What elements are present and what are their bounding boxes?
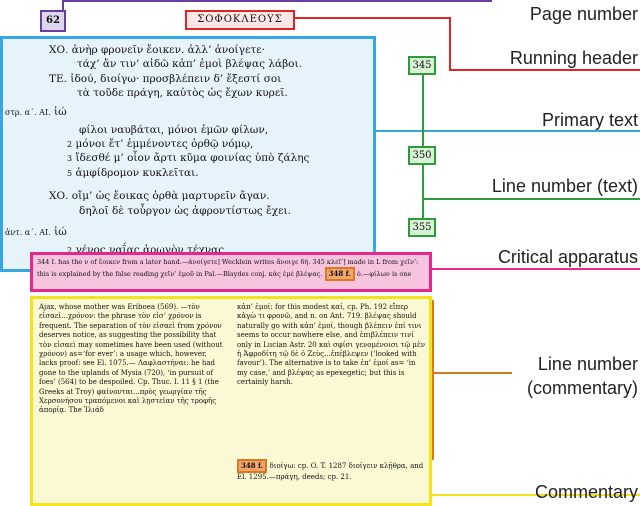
critical-apparatus-connector [432, 268, 640, 270]
verse-line: ἀμφίδρομον κυκλεῖται. [75, 167, 199, 179]
line-number-355: 355 [408, 218, 436, 237]
critical-apparatus-block: 344 I. has the ν of ἔοικεν from a later … [30, 252, 432, 292]
label-line-number-text: Line number (text) [491, 176, 638, 196]
antistrophe-label: ἀντ. α΄. ΑΙ. [5, 228, 51, 237]
commentary-number-connector-v [432, 300, 434, 460]
speaker-label: ΧΟ. [49, 190, 69, 202]
label-running-header: Running header [509, 48, 638, 68]
running-header-connector-h2 [449, 69, 640, 71]
label-primary-text: Primary text [541, 110, 638, 130]
critical-apparatus-end: ὁ.—φίλων is one [356, 270, 412, 278]
strophe-label: στρ. α΄. ΑΙ. [5, 108, 51, 117]
verse-line: μόνοι ἔτ’ ἐμμένοντες ὀρθῷ νόμῳ, [75, 138, 254, 150]
speaker-label: ΧΟ. [49, 44, 69, 56]
label-line-number-commentary: Line number (commentary) [527, 352, 638, 400]
label-line-number-commentary-2: (commentary) [526, 378, 638, 398]
primary-text-connector [376, 130, 640, 132]
critical-apparatus-text: 344 I. has the ν of ἔοικεν from a later … [37, 258, 419, 278]
label-commentary: Commentary [534, 482, 638, 502]
verse-line: τὰ τοῦδε πράγη, καὐτὸς ὡς ἔχων κυρεῖ. [77, 87, 288, 99]
line-number-350: 350 [408, 146, 436, 165]
running-header-connector-v [449, 17, 451, 69]
commentary-connector [432, 494, 640, 496]
running-header-connector [291, 17, 451, 19]
verse-line: τάχ’ ἄν τιν’ αἰδῶ κἀπ’ ἐμοὶ βλέψας λάβοι… [77, 58, 302, 70]
line-number-text-connector-h [422, 198, 640, 200]
inline-line-number: 2 [67, 140, 73, 149]
verse-line: ἰδού, διοίγω· προσβλέπειν δ’ ἔξεστί σοι [70, 73, 282, 85]
page-number: 62 [40, 10, 66, 32]
page-number-connector-h [62, 0, 492, 2]
commentary-line-number: 348 f. [237, 459, 268, 473]
commentary-block: Ajax, whose mother was Eriboea (569). —τ… [30, 296, 432, 506]
apparatus-line-number: 348 f. [324, 267, 355, 281]
inline-line-number: 2 [67, 246, 73, 255]
primary-text-block: ΧΟ. ἀνὴρ φρονεῖν ἔοικεν. ἀλλ’ ἀνοίγετε· … [0, 36, 376, 272]
page-number-connector [62, 0, 64, 10]
verse-line: φίλοι ναυβάται, μόνοι ἐμῶν φίλων, [79, 124, 269, 136]
speaker-label: ΤΕ. [49, 73, 68, 85]
commentary-right-column: κἀπ’ ἐμοί: for this modest καί, cp. Ph. … [237, 303, 425, 387]
running-header: ΣΟΦΟΚΛΕΟΥΣ [185, 10, 295, 30]
verse-line: οἴμ’ ὡς ἔοικας ὀρθὰ μαρτυρεῖν ἄγαν. [71, 190, 270, 202]
label-critical-apparatus: Critical apparatus [497, 247, 638, 267]
commentary-right-end: διοίγω: cp. O. T. 1287 διοίγειν κλῇθρα, … [237, 462, 424, 481]
label-line-number-commentary-1: Line number [537, 354, 638, 374]
inline-line-number: 3 [67, 154, 73, 163]
commentary-number-connector-h2 [432, 372, 512, 374]
inline-line-number: 5 [67, 169, 73, 178]
verse-line: ἰώ [54, 226, 67, 238]
label-page-number: Page number [529, 4, 638, 24]
commentary-left-column: Ajax, whose mother was Eriboea (569). —τ… [39, 303, 223, 415]
verse-line: ἰώ [54, 106, 67, 118]
verse-line: ἀνὴρ φρονεῖν ἔοικεν. ἀλλ’ ἀνοίγετε· [71, 44, 265, 56]
line-number-345: 345 [408, 56, 436, 75]
verse-line: ἴδεσθέ μ’ οἷον ἄρτι κῦμα φοινίας ὑπὸ ζάλ… [75, 152, 310, 164]
verse-line: δηλοῖ δὲ τοὖργον ὡς ἀφροντίστως ἔχει. [79, 205, 292, 217]
